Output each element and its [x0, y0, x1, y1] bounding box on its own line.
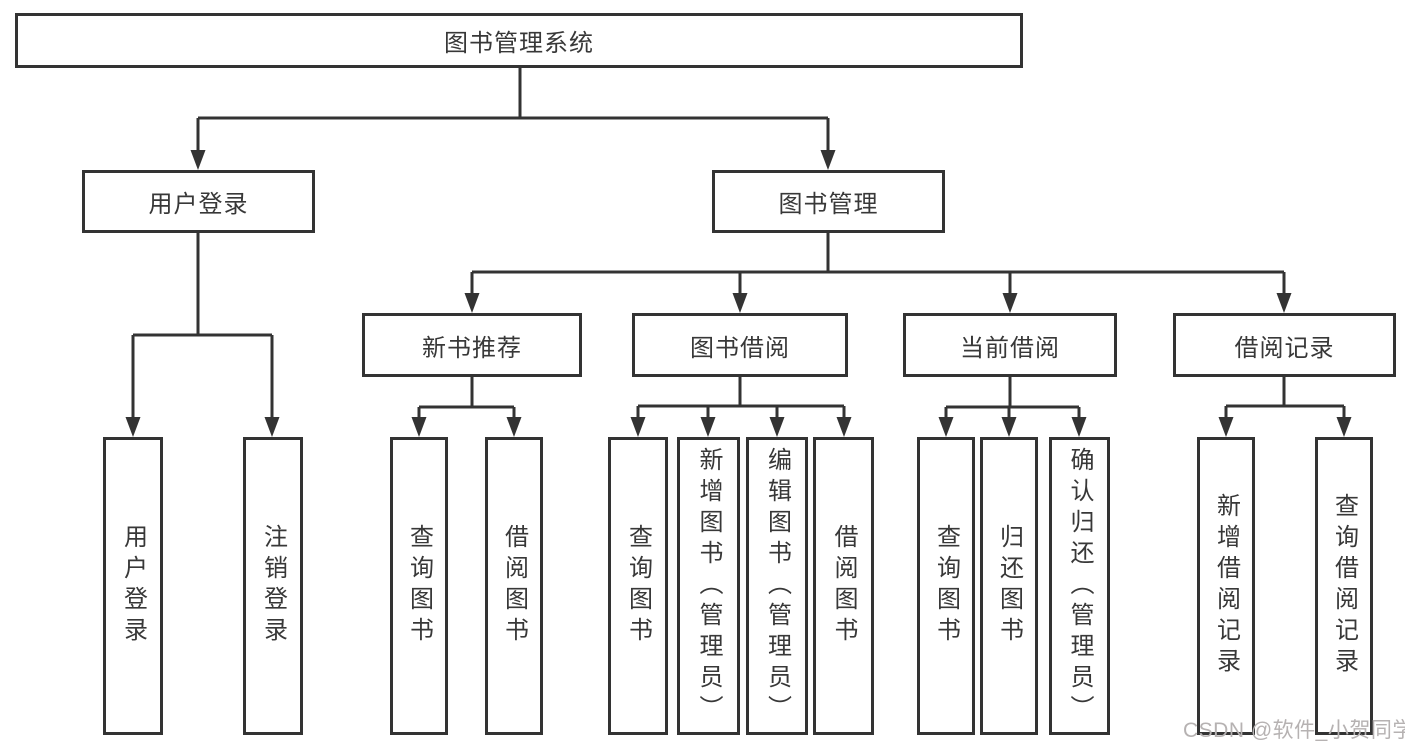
connector-book-borrow — [636, 377, 846, 419]
node-user-login: 用户登录 — [82, 170, 315, 233]
node-label: 借阅记录 — [1234, 334, 1335, 362]
leaf-query-books-current: 查询图书 — [917, 437, 975, 735]
connector-new-book-recommend — [417, 377, 516, 419]
connector-borrow-records — [1224, 377, 1346, 419]
node-label: 当前借阅 — [960, 334, 1060, 362]
node-book-borrow: 图书借阅 — [632, 313, 848, 377]
node-label: 图书管理系统 — [444, 30, 594, 57]
arrow-icon — [1336, 417, 1352, 437]
arrow-icon — [1276, 293, 1292, 313]
node-label: 用户登录 — [119, 524, 147, 648]
arrow-icon — [190, 150, 206, 170]
leaf-edit-book-admin: 编辑图书（管理员） — [746, 437, 808, 735]
node-borrow-records: 借阅记录 — [1173, 313, 1396, 377]
leaf-query-borrow-record: 查询借阅记录 — [1315, 437, 1373, 735]
node-label: 图书借阅 — [690, 334, 790, 362]
leaf-borrow-books: 借阅图书 — [813, 437, 874, 735]
arrow-icon — [700, 417, 716, 437]
leaf-query-books-recommend: 查询图书 — [390, 437, 448, 735]
arrow-icon — [732, 293, 748, 313]
node-label: 新书推荐 — [422, 334, 522, 362]
node-label: 确认归还（管理员） — [1066, 446, 1093, 726]
node-current-borrow: 当前借阅 — [903, 313, 1117, 377]
node-label: 编辑图书（管理员） — [763, 446, 791, 726]
arrow-icon — [125, 417, 141, 437]
leaf-borrow-books-recommend: 借阅图书 — [485, 437, 543, 735]
node-label: 查询借阅记录 — [1330, 493, 1358, 679]
node-label: 归还图书 — [995, 524, 1023, 648]
arrow-icon — [411, 417, 427, 437]
arrow-icon — [630, 417, 646, 437]
arrowheads — [125, 150, 1352, 437]
node-label: 查询图书 — [932, 524, 960, 648]
arrow-icon — [464, 293, 480, 313]
connector-book-management — [470, 233, 1286, 295]
arrow-icon — [938, 417, 954, 437]
leaf-query-books-borrow: 查询图书 — [608, 437, 668, 735]
arrow-icon — [1218, 417, 1234, 437]
node-label: 借阅图书 — [500, 524, 528, 648]
node-label: 查询图书 — [624, 524, 652, 648]
arrow-icon — [836, 417, 852, 437]
arrow-icon — [820, 150, 836, 170]
leaf-return-book: 归还图书 — [980, 437, 1038, 735]
connector-user-login — [131, 233, 274, 419]
leaf-confirm-return-admin: 确认归还（管理员） — [1049, 437, 1110, 735]
node-book-management: 图书管理 — [712, 170, 945, 233]
node-label: 用户登录 — [148, 191, 249, 218]
node-library-system: 图书管理系统 — [15, 13, 1023, 68]
arrow-icon — [264, 417, 280, 437]
arrow-icon — [1001, 417, 1017, 437]
connector-current-borrow — [944, 377, 1081, 419]
leaf-add-borrow-record: 新增借阅记录 — [1197, 437, 1255, 735]
arrow-icon — [1071, 417, 1087, 437]
leaf-add-book-admin: 新增图书（管理员） — [677, 437, 740, 735]
node-label: 借阅图书 — [830, 524, 857, 648]
node-label: 图书管理 — [778, 191, 879, 218]
node-label: 注销登录 — [259, 524, 287, 648]
node-label: 新增借阅记录 — [1212, 493, 1240, 679]
node-new-book-recommend: 新书推荐 — [362, 313, 582, 377]
node-label: 查询图书 — [405, 524, 433, 648]
arrow-icon — [769, 417, 785, 437]
arrow-icon — [1002, 293, 1018, 313]
node-label: 新增图书（管理员） — [695, 446, 722, 726]
connector-root — [196, 68, 830, 152]
watermark: CSDN @软件_小贺同学 — [1183, 719, 1405, 742]
leaf-logout: 注销登录 — [243, 437, 303, 735]
arrow-icon — [506, 417, 522, 437]
leaf-user-login: 用户登录 — [103, 437, 163, 735]
